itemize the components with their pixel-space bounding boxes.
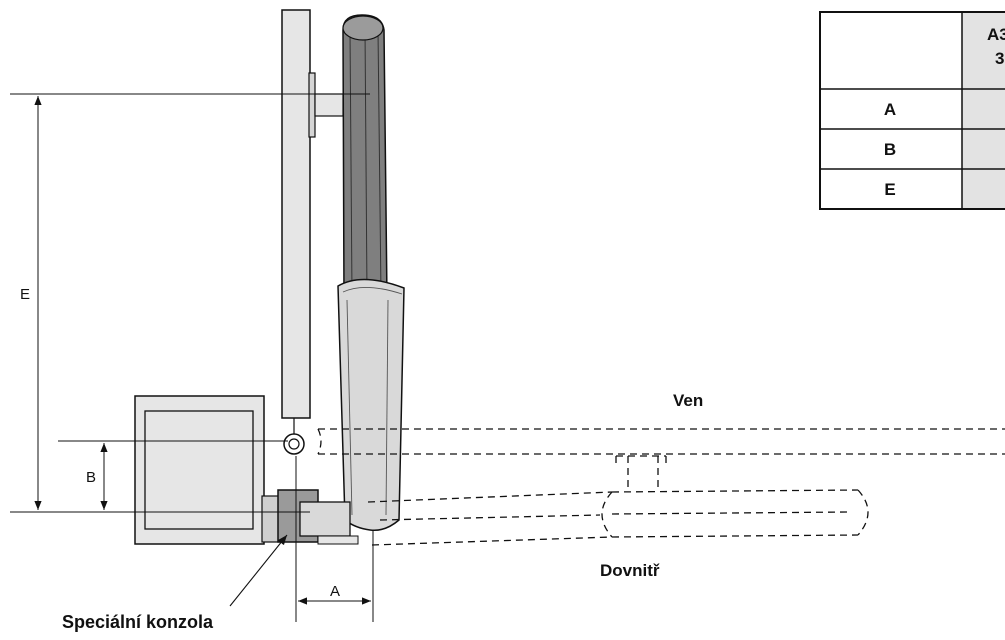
pivot-inner (288, 438, 300, 450)
table-header-2: 3 (995, 49, 1004, 68)
label-bracket: Speciální konzola (62, 612, 214, 632)
label-dovnitr: Dovnitř (600, 561, 660, 580)
dimension-lines (10, 93, 374, 622)
dim-label-e: E (20, 286, 30, 303)
label-ven: Ven (673, 391, 703, 410)
table-header-1: A3 (987, 25, 1005, 44)
bracket-leader (229, 534, 288, 607)
table-row-label: E (884, 180, 895, 199)
arm-lower (337, 278, 405, 532)
hinge-plate (308, 72, 316, 138)
motor-housing (134, 395, 359, 545)
table-row-label: B (884, 140, 896, 159)
arm-upper (342, 14, 388, 301)
dim-label-a: A (330, 583, 340, 600)
dim-label-b: B (86, 469, 96, 486)
pillar (281, 9, 311, 419)
table-row-label: A (884, 100, 896, 119)
gate-open-inward (367, 489, 869, 546)
dimension-table: A3 3 A B E (819, 11, 1005, 210)
gate-open-outward (317, 428, 1005, 492)
hinge-arm (314, 93, 344, 117)
